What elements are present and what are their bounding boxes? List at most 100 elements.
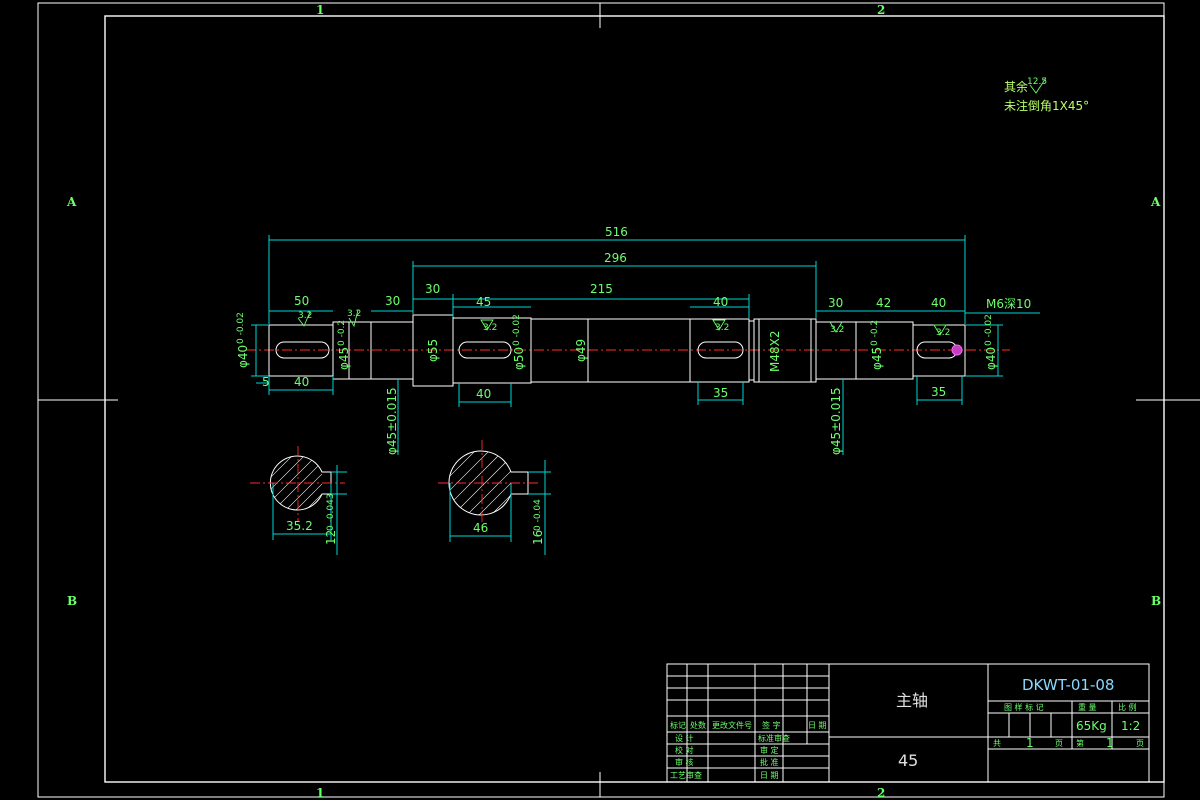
tb-process: 工艺审查 [670,770,702,780]
dim-key-right: 35 [931,385,946,399]
tb-unit2: 页 [1136,739,1144,748]
sec2-width: 46 [473,521,488,535]
dim-30-right: 30 [828,296,843,310]
drawing-number: DKWT-01-08 [1022,676,1114,694]
tb-design: 设 计 [675,733,694,743]
zone-label: 1 [316,786,324,800]
tb-std: 标准审查 [758,733,790,743]
tb-weight: 65Kg [1076,719,1107,733]
zone-label: 1 [316,3,324,17]
svg-text:3.2: 3.2 [715,323,729,333]
tb-rev-doc: 更改文件号 [712,720,752,730]
thread-spec: M48X2 [768,331,782,372]
svg-text:12.5: 12.5 [1027,77,1047,87]
part-name: 主轴 [896,691,928,710]
svg-text:3.2: 3.2 [298,311,312,321]
dia-right-seat: φ45 0 -0.2 [870,320,884,370]
roughness-symbol-icon: 3.2 [829,321,844,335]
svg-text:0 -0.2: 0 -0.2 [870,320,880,346]
svg-text:φ50: φ50 [512,347,526,370]
tb-scale: 1:2 [1121,719,1140,733]
dim-45: 45 [476,295,491,309]
sec2-tol: 0 -0.04 [533,499,543,531]
tb-weight-header: 重 量 [1078,702,1097,712]
zone-label: B [67,594,77,608]
dia-mid: φ49 [574,339,588,362]
dim-296: 296 [604,251,627,265]
dim-key-left: 40 [294,375,309,389]
shaft-outline [268,314,966,387]
tb-rev-mark: 标记 [670,720,686,730]
roughness-symbol-icon: 3.2 [347,309,361,328]
svg-text:3.2: 3.2 [830,325,844,335]
tb-total: 1 [1026,736,1034,750]
dim-30-left: 30 [385,294,400,308]
sec2-key: 16 [531,530,545,545]
dim-key-mid: 35 [713,386,728,400]
zone-label: B [1151,594,1161,608]
svg-text:0 -0.2: 0 -0.2 [337,320,347,346]
dim-42: 42 [876,296,891,310]
tb-check: 校 对 [675,745,694,755]
svg-text:φ40: φ40 [236,345,250,368]
svg-text:0 -0.02: 0 -0.02 [236,312,246,344]
tb-unit: 页 [1055,739,1063,748]
inner-frame [104,15,1165,783]
dim-key-gear: 40 [476,387,491,401]
zone-label: A [66,195,77,209]
dim-50: 50 [294,294,309,308]
dim-key-offset: 5 [262,375,270,389]
dimension-lines [251,235,1040,455]
dim-40-end: 40 [931,296,946,310]
sec1-width: 35.2 [286,519,313,533]
tb-scale-header: 比 例 [1118,702,1137,712]
roughness-symbol-icon: 12.5 [1027,77,1047,94]
tb-date: 日 期 [760,771,779,780]
dia-collar: φ55 [426,339,440,362]
tb-rev-sign: 签 字 [762,720,781,730]
svg-text:0 -0.02: 0 -0.02 [512,314,522,346]
bearing-fit-left: φ45±0.015 [385,387,399,455]
svg-text:φ45: φ45 [337,347,351,370]
dia-gear-seat: φ50 0 -0.02 [512,314,526,370]
note-chamfer: 未注倒角1X45° [1004,98,1089,113]
zone-label: 2 [877,3,885,17]
svg-text:3.2: 3.2 [347,309,361,319]
thread-hole [951,344,963,356]
dim-thread-hole: M6深10 [986,297,1031,311]
dim-215: 215 [590,282,613,296]
tb-total-label: 共 [993,739,1001,748]
zone-label: 2 [877,786,885,800]
svg-text:φ45: φ45 [870,347,884,370]
tb-stage-header: 图 样 标 记 [1004,702,1044,712]
keyway [697,341,744,359]
dia-left-end: φ40 0 -0.02 [236,312,250,368]
tb-no-label: 第 [1076,738,1084,748]
section-view-left: 35.2 12 0 -0.043 [250,446,347,555]
tb-rev-count: 处数 [690,720,706,730]
svg-text:3.2: 3.2 [483,323,497,333]
sec1-tol: 0 -0.043 [326,493,336,531]
roughness-symbol-icon: 3.2 [297,311,312,327]
svg-text:φ40: φ40 [984,347,998,370]
zone-label: A [1150,195,1161,209]
tb-review: 审 核 [675,757,694,767]
dia-right-end: φ40 0 -0.02 [984,314,998,370]
keyway [275,341,330,359]
roughness-symbol-icon: 3.2 [480,319,497,333]
outer-frame [37,2,1165,798]
tb-approve2: 批 准 [760,757,779,767]
dim-30-collar: 30 [425,282,440,296]
dim-40-mid: 40 [713,295,728,309]
note-other-surfaces: 其余 [1004,79,1028,94]
tb-approve: 审 定 [760,745,779,755]
svg-text:3.2: 3.2 [936,328,950,338]
roughness-symbol-icon: 3.2 [933,324,950,338]
material: 45 [898,751,918,770]
tb-no: 1 [1106,736,1114,750]
keyway [458,341,512,359]
tb-rev-date: 日 期 [808,721,827,730]
roughness-symbol-icon: 3.2 [712,319,729,333]
sec1-key: 12 [324,530,338,545]
